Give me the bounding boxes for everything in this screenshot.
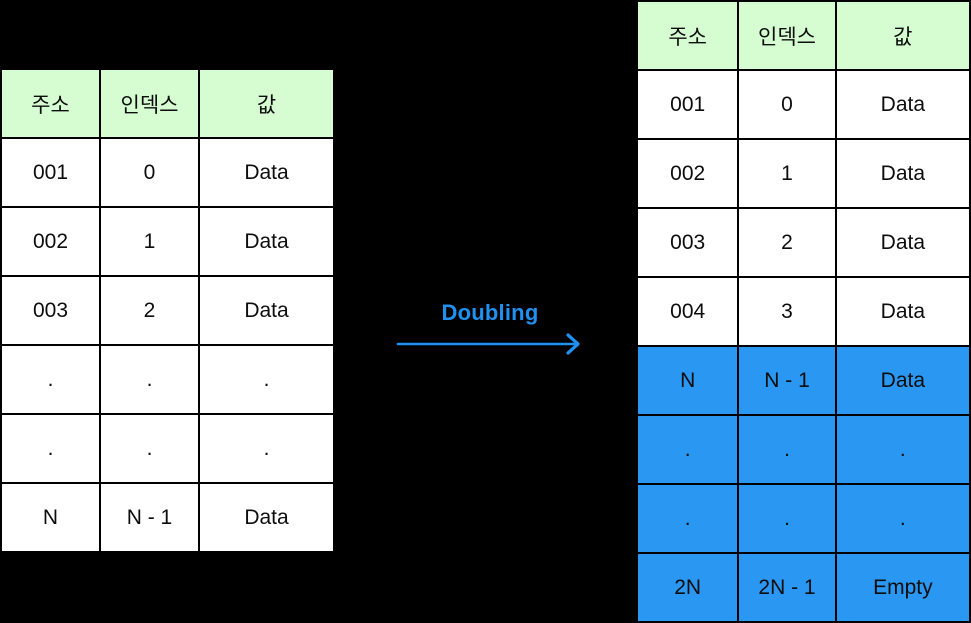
table-cell: . [0,344,101,415]
table-cell: . [737,483,837,554]
table-cell: . [0,413,101,484]
table-cell: 001 [635,69,740,140]
table-cell: 2 [99,275,200,346]
table-cell: 003 [635,207,740,278]
table-cell: . [737,414,837,485]
table-cell: . [635,414,740,485]
table-cell: N [635,345,740,416]
table-cell: 002 [635,138,740,209]
table-cell: Data [834,345,971,416]
table-cell: . [99,344,200,415]
table-cell: 2N [635,552,740,623]
table-cell: . [834,483,971,554]
table-cell: 003 [0,275,101,346]
table-row-highlighted: 2N 2N - 1 Empty [635,552,971,623]
column-header-index: 인덱스 [737,0,837,71]
table-cell: 0 [737,69,837,140]
table-row: 003 2 Data [635,207,971,278]
table-cell: 0 [99,137,200,208]
header-row: 주소 인덱스 값 [0,68,335,139]
table-cell: 2N - 1 [737,552,837,623]
table-cell: Data [834,138,971,209]
left-table: 주소 인덱스 값 001 0 Data 002 1 Data 003 2 Dat… [0,68,335,553]
table-cell: Data [834,207,971,278]
table-row-highlighted: . . . [635,483,971,554]
table-cell: N - 1 [99,482,200,553]
table-cell: . [198,413,335,484]
header-row: 주소 인덱스 값 [635,0,971,71]
table-cell: N [0,482,101,553]
table-cell: Empty [834,552,971,623]
table-row: N N - 1 Data [0,482,335,553]
column-header-value: 값 [834,0,971,71]
table-row: 002 1 Data [0,206,335,277]
table-cell: Data [198,275,335,346]
table-row: . . . [0,344,335,415]
table-cell: 004 [635,276,740,347]
table-cell: . [198,344,335,415]
table-cell: Data [198,482,335,553]
table-row: 003 2 Data [0,275,335,346]
table-cell: N - 1 [737,345,837,416]
table-cell: Data [834,69,971,140]
table-cell: 2 [737,207,837,278]
column-header-address: 주소 [0,68,101,139]
column-header-index: 인덱스 [99,68,200,139]
table-cell: 1 [99,206,200,277]
table-row: 002 1 Data [635,138,971,209]
table-cell: 002 [0,206,101,277]
table-cell: . [834,414,971,485]
table-cell: 3 [737,276,837,347]
table-row: 004 3 Data [635,276,971,347]
table-row-highlighted: . . . [635,414,971,485]
table-row-highlighted: N N - 1 Data [635,345,971,416]
table-row: . . . [0,413,335,484]
table-cell: Data [834,276,971,347]
table-cell: . [99,413,200,484]
doubling-label: Doubling [441,300,539,325]
table-cell: 001 [0,137,101,208]
table-cell: . [635,483,740,554]
column-header-address: 주소 [635,0,740,71]
table-cell: Data [198,206,335,277]
table-cell: 1 [737,138,837,209]
right-table: 주소 인덱스 값 001 0 Data 002 1 Data 003 2 Dat… [635,0,971,623]
doubling-annotation: Doubling [396,300,584,356]
table-row: 001 0 Data [635,69,971,140]
column-header-value: 값 [198,68,335,139]
table-row: 001 0 Data [0,137,335,208]
right-arrow-icon [396,333,580,355]
table-cell: Data [198,137,335,208]
